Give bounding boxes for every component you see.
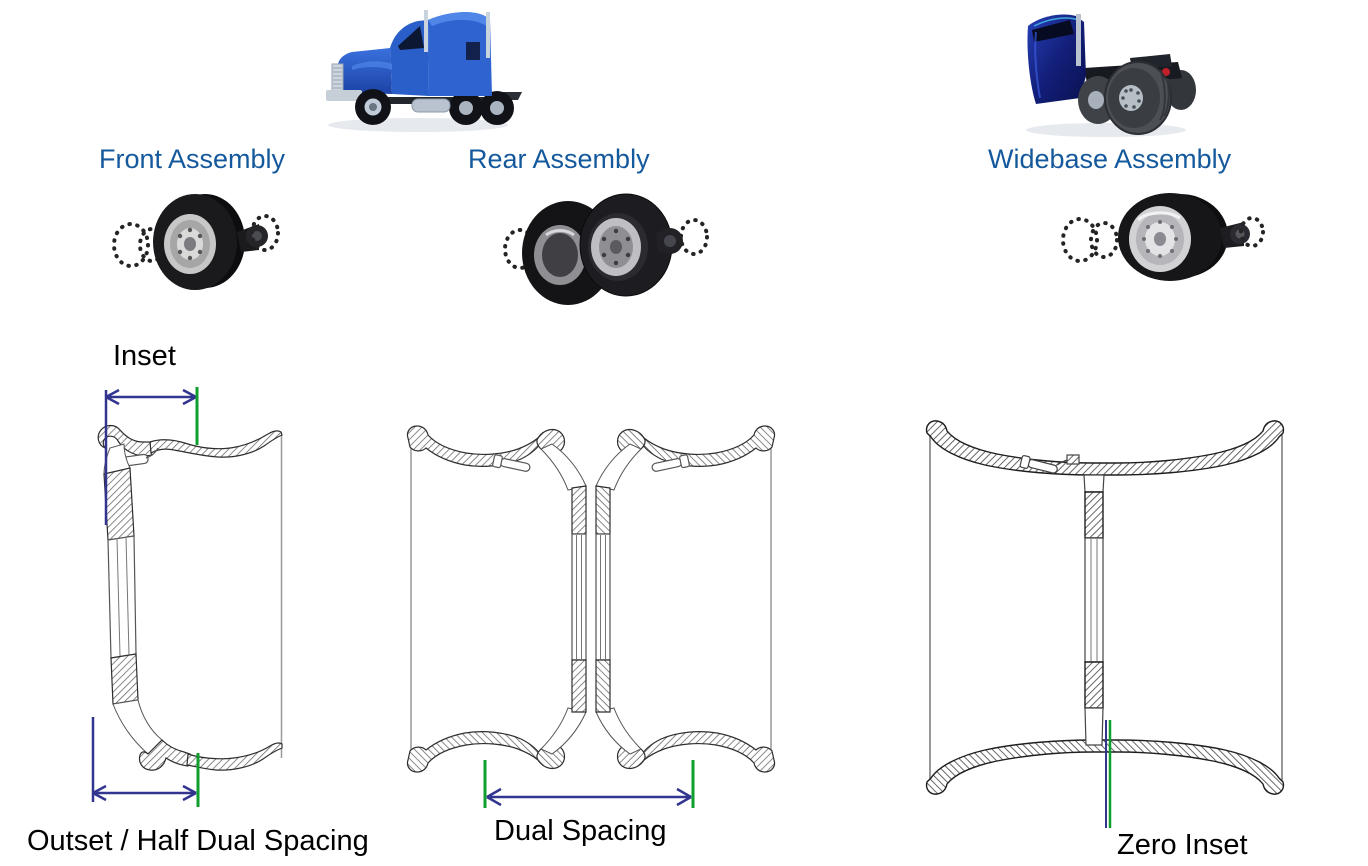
truck-window [398,26,424,50]
lug-nut-ring [1239,216,1265,248]
single-rim-cross-section-diagram [80,378,310,813]
rim-barrel-top [149,430,283,458]
dual-rim-left-wheel [406,425,587,773]
lug-nut-ring [679,218,709,256]
rim-barrel [406,425,543,467]
wheel-disc [571,485,587,535]
rim-flange-bottom [138,739,191,771]
lug-nut-ring [1061,217,1099,263]
truck-cab [390,20,429,96]
rim-barrel [925,420,1285,476]
dual-spacing-label: Dual Spacing [494,815,667,847]
front-assembly-label: Front Assembly [99,144,286,174]
rear-chassis-truck-image [1010,6,1202,140]
inset-label: Inset [113,340,176,372]
semi-truck-image [316,4,528,136]
rim-flange-top [97,424,153,457]
outset-dimension-arrow [91,717,197,802]
fuel-tank [411,98,451,113]
semi-truck-art [326,10,522,132]
truck-shadow [1026,123,1186,137]
valve-stem [492,454,531,472]
dual-spacing-dimension-arrow [486,787,692,807]
wheel-disc [1083,474,1105,493]
rim-barrel-bottom [186,742,283,771]
outset-half-dual-spacing-label: Outset / Half Dual Spacing [27,825,369,857]
widebase-wheel-assembly-image [1038,190,1266,295]
front-wheel-assembly-image [95,188,285,303]
zero-inset-label: Zero Inset [1117,829,1248,861]
exhaust-stack [424,10,428,52]
widebase-assembly-label: Widebase Assembly [988,144,1232,174]
rear-wheel-assembly-image [498,185,713,317]
widebase-rim-cross-section-diagram [915,415,1295,835]
truck-sleeper [428,12,492,96]
exhaust-stack [486,12,490,58]
lug-nut-ring [112,222,150,268]
inset-dimension-arrow [104,388,197,525]
exhaust-stack [1076,14,1081,66]
dual-rim-cross-section-diagram [400,420,790,815]
rear-chassis-truck-art [1026,14,1196,137]
truck-hood [336,48,392,94]
dual-rim-right-wheel [596,426,775,772]
wheel-disc [103,467,135,541]
tail-light [1162,68,1170,76]
lug-nut-ring [1089,221,1119,259]
lug-nut-ring [250,214,280,252]
truck-bumper [326,90,362,101]
truck-shadow [328,118,508,132]
valve-stem [1019,454,1080,474]
rear-assembly-label: Rear Assembly [468,144,650,174]
